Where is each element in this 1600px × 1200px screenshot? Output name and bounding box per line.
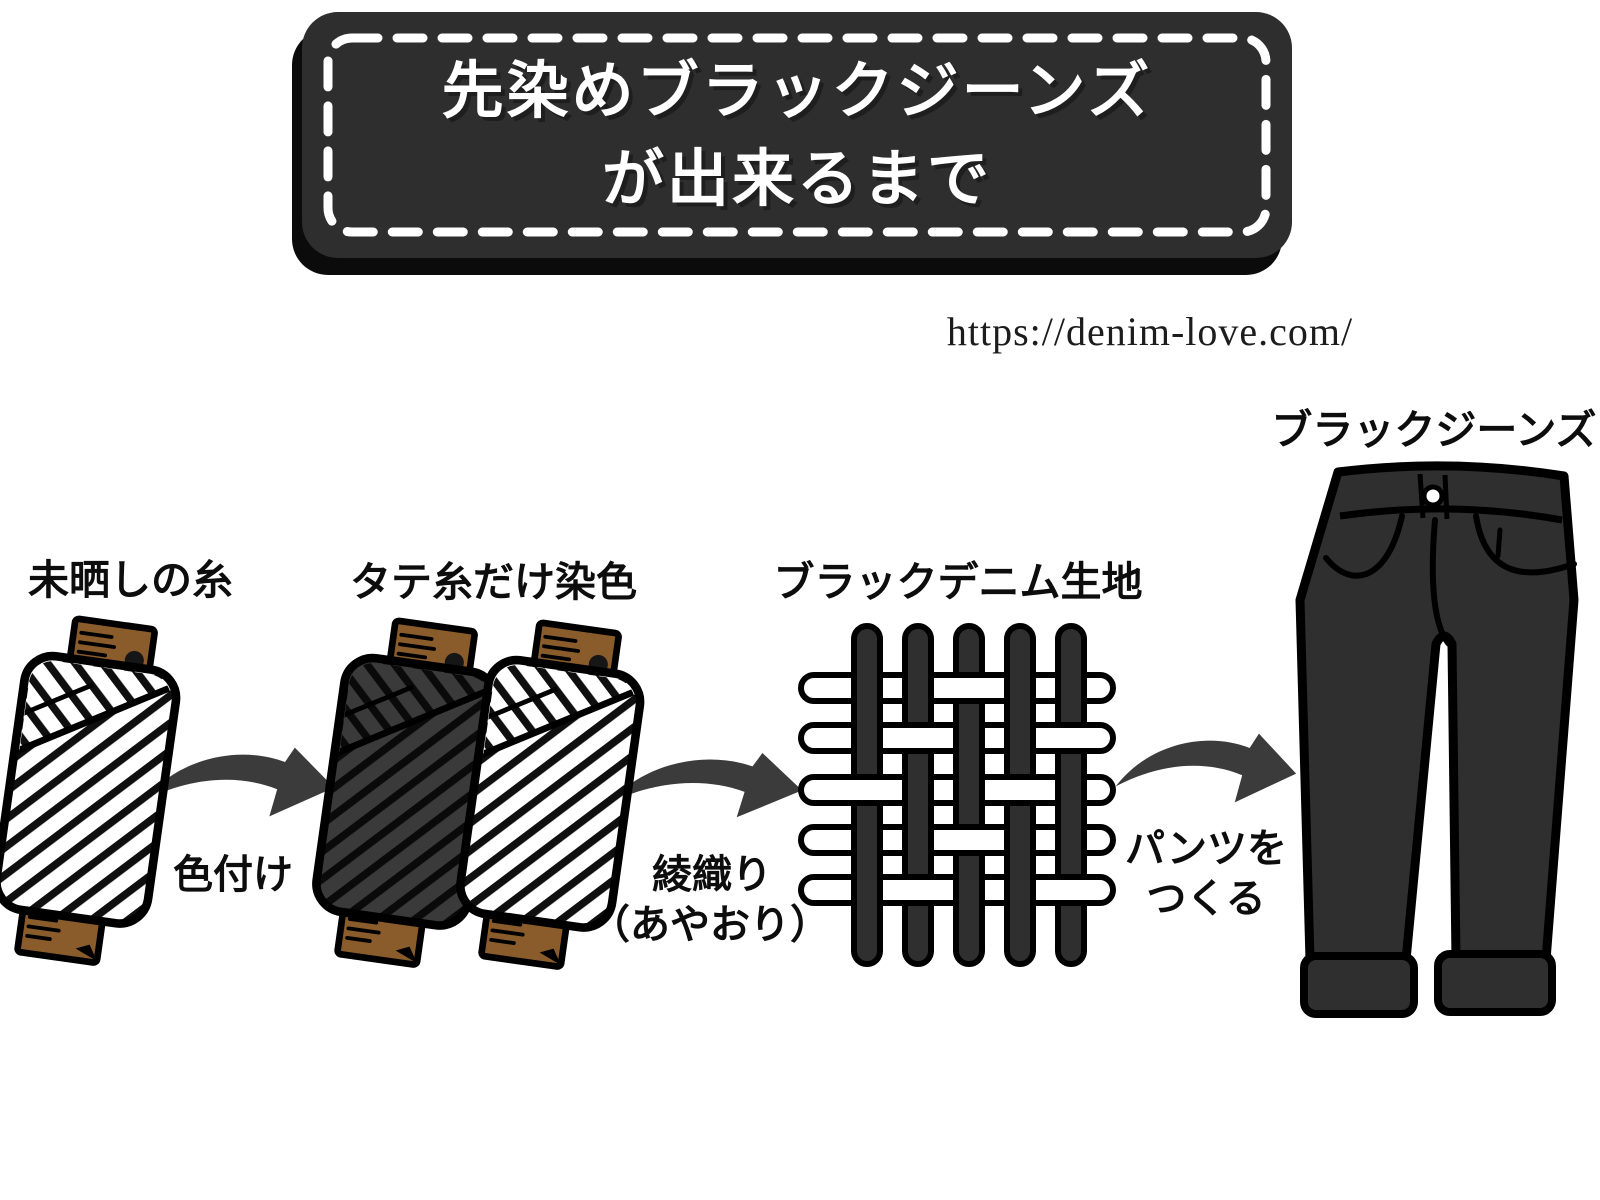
arrow-icon-3 (1115, 733, 1297, 803)
spool-thread-fold (4, 657, 175, 759)
label-black-jeans: ブラックジーンズ (1271, 406, 1597, 454)
jeans-fly-seam (1429, 517, 1452, 647)
label-arrow-twill-2: （あやおり） (590, 902, 830, 948)
weft-over-crossing (898, 874, 938, 906)
label-unbleached-thread: 未晒しの糸 (28, 556, 233, 604)
title-line-2: が出来るまで (601, 142, 992, 215)
label-arrow-twill-1: 綾織り (652, 852, 772, 898)
jeans-button (1421, 484, 1445, 508)
spool-unbleached (0, 606, 198, 977)
spool-white-weft (442, 610, 661, 981)
jeans-cuff-left (1300, 952, 1418, 1018)
weft-over-crossing (1000, 774, 1040, 806)
weft-over-crossing (898, 722, 938, 754)
warp-thread (902, 623, 934, 967)
arrow-icon-1 (143, 747, 335, 817)
spool-dyed-black (298, 608, 517, 979)
jeans-cuff-right (1434, 950, 1556, 1016)
weft-over-crossing (1051, 722, 1091, 754)
label-warp-dyed-threads: タテ糸だけ染色 (350, 558, 637, 606)
jeans-pocket-left (1323, 513, 1405, 579)
weft-over-crossing (1051, 874, 1091, 906)
denim-weave-illustration (798, 623, 1116, 967)
jeans-coin-pocket-seam (1495, 527, 1503, 559)
label-arrow-dyeing: 色付け (173, 852, 293, 898)
label-black-denim-fabric: ブラックデニム生地 (773, 558, 1143, 606)
jeans-body (1295, 461, 1579, 1011)
weft-over-crossing (949, 672, 989, 704)
label-arrow-make-pants-2: つくる (1146, 876, 1266, 922)
banner-dashed-border (323, 33, 1271, 237)
jeans-pocket-right (1473, 513, 1577, 576)
black-jeans-illustration (1295, 461, 1579, 1018)
title-line-1: 先染めブラックジーンズ (441, 54, 1153, 128)
title-banner: 先染めブラックジーンズ が出来るまで (302, 12, 1292, 258)
arrow-icon-2 (609, 752, 803, 818)
warp-thread (953, 623, 985, 967)
weft-over-crossing (847, 774, 887, 806)
jeans-waistband-seam (1339, 505, 1563, 524)
site-url-text: https://denim-love.com/ (946, 309, 1354, 354)
label-arrow-make-pants-1: パンツを (1125, 826, 1287, 872)
weft-over-crossing (949, 824, 989, 856)
warp-thread (1055, 623, 1087, 967)
